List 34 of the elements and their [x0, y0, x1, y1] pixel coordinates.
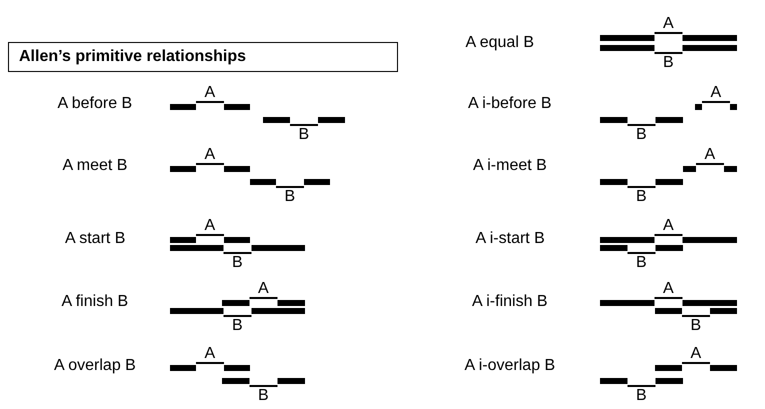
interval-label: B: [298, 126, 310, 144]
relation-label: A i-meet B: [473, 157, 547, 175]
relation-label: A i-finish B: [472, 293, 548, 311]
relation-label: A i-overlap B: [464, 357, 556, 375]
interval-label: B: [636, 387, 647, 405]
relation-label: A i-start B: [476, 230, 545, 248]
relation-label: A equal B: [466, 34, 534, 52]
relation-label: A meet B: [62, 157, 128, 175]
interval-label: B: [232, 317, 243, 335]
relation-label: A before B: [58, 95, 132, 113]
interval-label: A: [690, 345, 702, 363]
interval-label: A: [258, 280, 269, 298]
interval-label: B: [636, 188, 647, 206]
interval-label: A: [204, 345, 216, 363]
diagram-title: Allen’s primitive relationships: [8, 42, 398, 72]
interval-label: B: [663, 54, 674, 72]
interval-label: B: [636, 254, 647, 272]
relation-label: A finish B: [62, 293, 128, 311]
interval-label: A: [663, 280, 674, 298]
interval-label: B: [258, 387, 269, 405]
interval-label: A: [204, 84, 216, 102]
relation-label: A overlap B: [54, 357, 136, 375]
interval-label: B: [284, 188, 296, 206]
interval-label: B: [232, 254, 243, 272]
interval-label: A: [710, 84, 722, 102]
interval-label: B: [636, 126, 647, 144]
interval-label: A: [204, 217, 216, 235]
interval-label: A: [704, 146, 716, 164]
interval-label: A: [204, 146, 216, 164]
relation-label: A i-before B: [468, 95, 552, 113]
interval-label: A: [663, 217, 674, 235]
relation-label: A start B: [65, 230, 126, 248]
interval-label: A: [663, 15, 674, 33]
interval-label: B: [690, 317, 702, 335]
